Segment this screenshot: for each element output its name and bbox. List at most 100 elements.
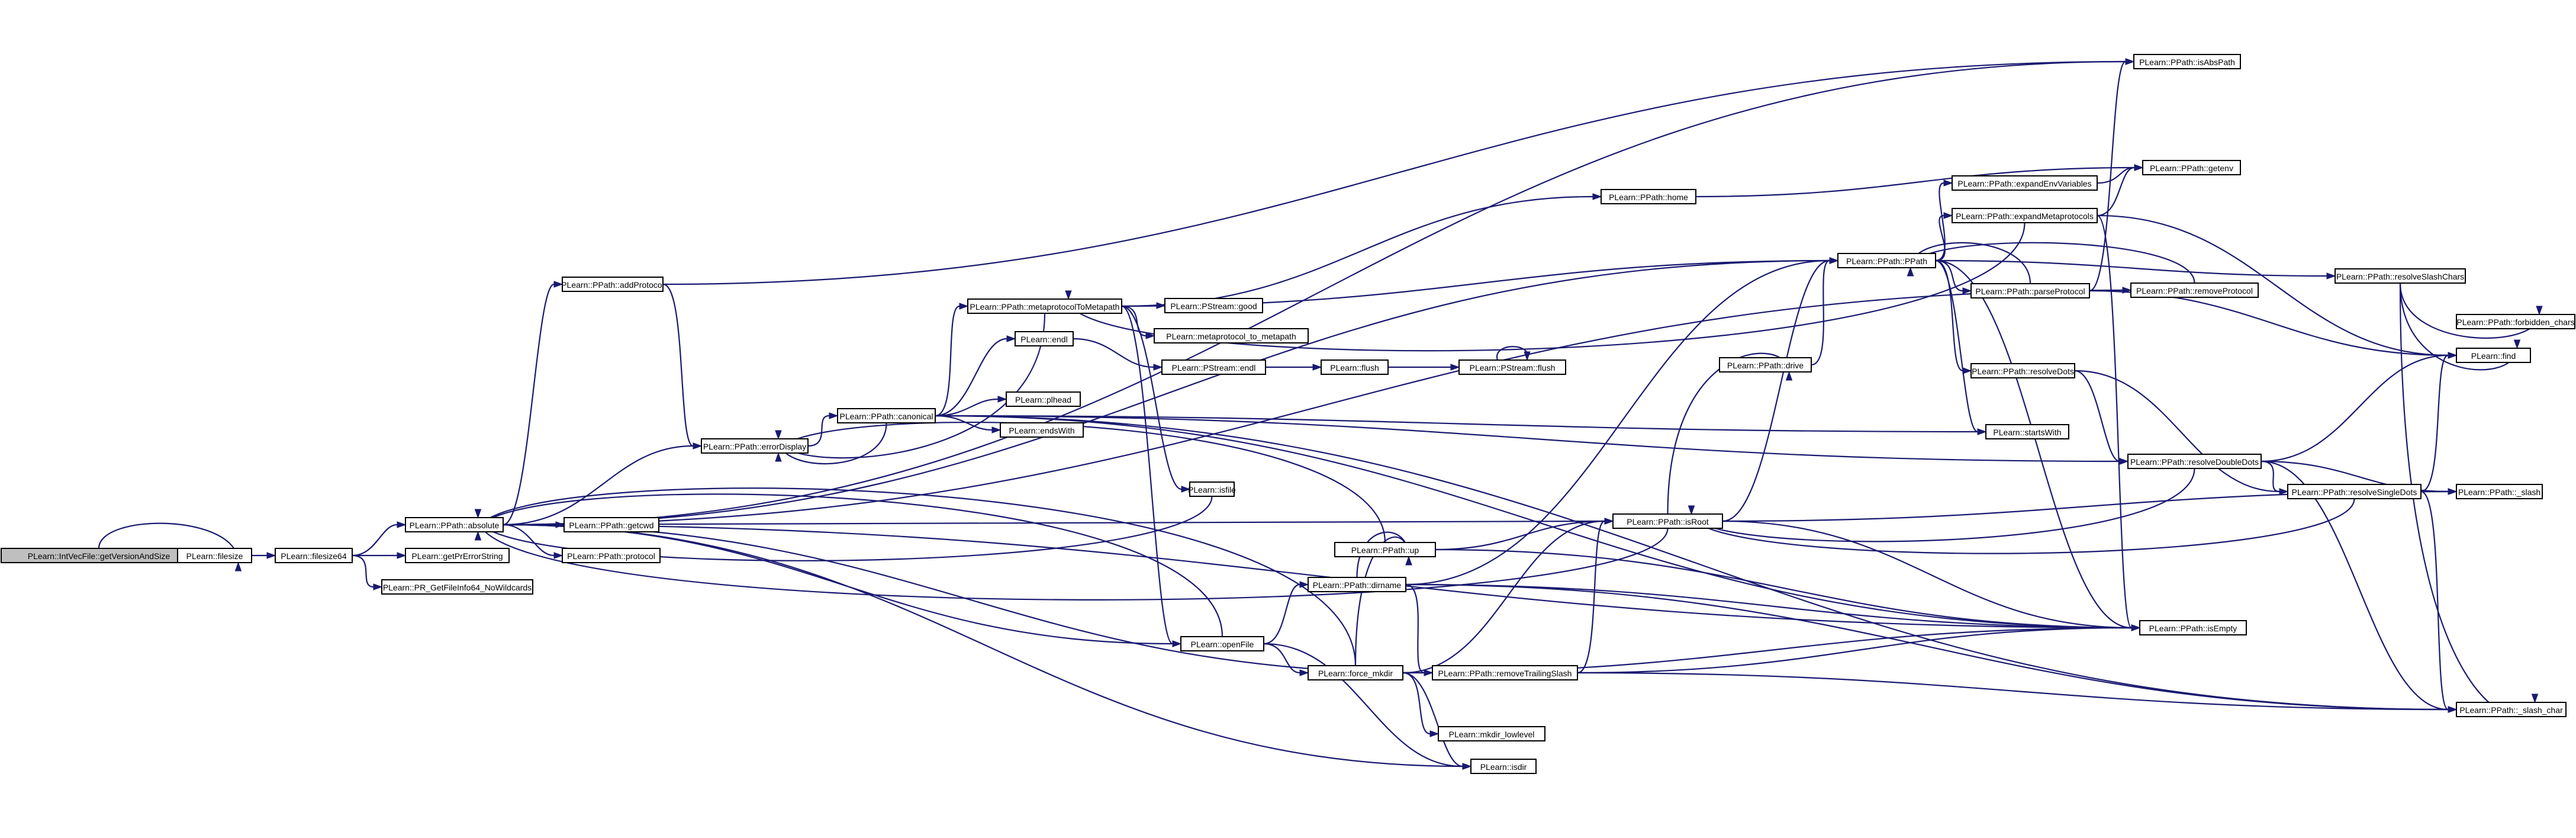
arrowhead	[1429, 730, 1440, 737]
node-metaprotocolToMetapath[interactable]: PLearn::PPath::metaprotocolToMetapath	[967, 298, 1122, 314]
node-startsWith[interactable]: PLearn::startsWith	[1985, 424, 2069, 439]
edge-expandMetaprotocols-to-metaprotocolToMetapath	[1065, 222, 2026, 352]
arrowhead	[2125, 58, 2135, 65]
node-find[interactable]: PLearn::find	[2456, 348, 2531, 363]
arrowhead	[2448, 488, 2458, 495]
node-box	[2287, 484, 2422, 499]
arrowhead	[1424, 669, 1434, 676]
edge-ppath-to-startsWith	[1935, 259, 1987, 435]
node-resolveSlashChars[interactable]: PLearn::PPath::resolveSlashChars	[2334, 268, 2466, 284]
node-label: PLearn::PPath::addProtocol	[561, 280, 664, 290]
node-force_mkdir[interactable]: PLearn::force_mkdir	[1308, 665, 1403, 680]
node-canonical[interactable]: PLearn::PPath::canonical	[837, 408, 936, 423]
node-errorDisplay[interactable]: PLearn::PPath::errorDisplay	[701, 438, 809, 454]
node-label: PLearn::filesize64	[281, 551, 347, 561]
node-resolveDoubleDots[interactable]: PLearn::PPath::resolveDoubleDots	[2127, 454, 2262, 469]
arrowhead	[1153, 364, 1163, 371]
node-label: PLearn::flush	[1330, 363, 1379, 373]
node-isfile[interactable]: PLearn::isfile	[1188, 481, 1236, 497]
node-dirname[interactable]: PLearn::PPath::dirname	[1308, 577, 1406, 592]
node-label: PLearn::PPath::protocol	[567, 551, 655, 561]
node-pstream_endl[interactable]: PLearn::PStream::endl	[1161, 359, 1266, 375]
node-box	[2456, 484, 2543, 499]
arrowhead	[1962, 287, 1972, 294]
node-root[interactable]: PLearn::IntVecFile::getVersionAndSize	[1, 548, 197, 563]
arrowhead	[1462, 763, 1472, 770]
arrowhead	[2131, 624, 2141, 631]
node-box	[2127, 454, 2262, 469]
node-label: PLearn::PStream::good	[1170, 301, 1257, 311]
node-up[interactable]: PLearn::PPath::up	[1334, 542, 1436, 557]
node-_slash_char[interactable]: PLearn::PPath::_slash_char	[2456, 702, 2567, 717]
node-drive[interactable]: PLearn::PPath::drive	[1719, 357, 1812, 373]
arrowhead	[1785, 371, 1793, 381]
node-box	[1432, 665, 1578, 680]
edge-resolveSingleDots-to-find	[2420, 352, 2458, 493]
node-isdir[interactable]: PLearn::isdir	[1470, 759, 1537, 774]
arrowhead	[2531, 693, 2539, 704]
node-filesize[interactable]: PLearn::filesize	[177, 548, 252, 563]
node-label: PLearn::force_mkdir	[1318, 669, 1393, 678]
node-getcwd[interactable]: PLearn::PPath::getcwd	[564, 517, 659, 532]
node-pstream_flush[interactable]: PLearn::PStream::flush	[1458, 359, 1566, 375]
node-mkdir_lowlevel[interactable]: PLearn::mkdir_lowlevel	[1438, 726, 1545, 741]
node-endl[interactable]: PLearn::endl	[1015, 331, 1074, 346]
node-parseProtocol[interactable]: PLearn::PPath::parseProtocol	[1970, 283, 2090, 298]
node-isRoot[interactable]: PLearn::PPath::isRoot	[1612, 513, 1723, 529]
edge-absolute-to-removeProtocol	[503, 287, 2132, 526]
node-label: PLearn::PR_GetFileInfo64_NoWildcards	[383, 583, 532, 592]
edge-absolute-to-errorDisplay	[503, 442, 703, 526]
edge-up-to-isRoot	[1435, 518, 1614, 551]
node-label: PLearn::startsWith	[1993, 428, 2061, 437]
node-removeTrailingSlash[interactable]: PLearn::PPath::removeTrailingSlash	[1432, 665, 1578, 680]
node-metaprotocol_to_metapath[interactable]: PLearn::metaprotocol_to_metapath	[1154, 328, 1309, 343]
node-box	[1985, 424, 2069, 439]
edge-resolveDoubleDots-to-isRoot	[1688, 468, 2195, 542]
node-box	[1438, 726, 1545, 741]
node-flush[interactable]: PLearn::flush	[1321, 359, 1389, 375]
node-addProtocol[interactable]: PLearn::PPath::addProtocol	[561, 277, 664, 292]
node-box	[2142, 160, 2241, 175]
node-expandEnvVariables[interactable]: PLearn::PPath::expandEnvVariables	[1952, 175, 2098, 191]
node-removeProtocol[interactable]: PLearn::PPath::removeProtocol	[2130, 282, 2259, 298]
node-pstream_good[interactable]: PLearn::PStream::good	[1164, 298, 1263, 313]
node-_slash[interactable]: PLearn::PPath::_slash	[2456, 484, 2543, 499]
node-box	[1180, 636, 1264, 651]
edge-openFile-to-dirname	[1263, 581, 1309, 645]
node-label: PLearn::PPath::resolveSlashChars	[2336, 272, 2464, 281]
node-isEmpty[interactable]: PLearn::PPath::isEmpty	[2139, 620, 2247, 635]
node-expandMetaprotocols[interactable]: PLearn::PPath::expandMetaprotocols	[1952, 208, 2098, 223]
node-getPrErrorString[interactable]: PLearn::getPrErrorString	[405, 548, 510, 563]
arrowhead	[2513, 339, 2521, 349]
arrowhead	[1145, 332, 1155, 339]
node-prgetfileinfo[interactable]: PLearn::PR_GetFileInfo64_NoWildcards	[381, 579, 533, 595]
node-box	[1000, 422, 1084, 438]
node-box	[1837, 253, 1936, 268]
node-box	[2456, 314, 2575, 329]
node-box	[1952, 208, 2098, 223]
edge-resolveDots-to-resolveSingleDots	[2074, 370, 2289, 495]
node-isAbsPath[interactable]: PLearn::PPath::isAbsPath	[2133, 54, 2241, 69]
node-box	[1154, 328, 1309, 343]
node-filesize64[interactable]: PLearn::filesize64	[275, 548, 353, 563]
node-absolute[interactable]: PLearn::PPath::absolute	[405, 517, 504, 532]
node-forbidden_chars[interactable]: PLearn::PPath::forbidden_chars	[2456, 314, 2575, 329]
node-resolveDots[interactable]: PLearn::PPath::resolveDots	[1970, 363, 2075, 378]
node-pl_head[interactable]: PLearn::plhead	[1006, 391, 1081, 407]
node-resolveSingleDots[interactable]: PLearn::PPath::resolveSingleDots	[2287, 484, 2422, 499]
node-protocol[interactable]: PLearn::PPath::protocol	[562, 548, 661, 563]
edge-force_mkdir-to-isdir	[1402, 672, 1472, 770]
node-box	[1470, 759, 1537, 774]
node-home[interactable]: PLearn::PPath::home	[1601, 189, 1696, 204]
arrowhead	[1907, 267, 1914, 277]
node-label: PLearn::mkdir_lowlevel	[1449, 730, 1535, 739]
node-openFile[interactable]: PLearn::openFile	[1180, 636, 1264, 651]
node-getenv[interactable]: PLearn::PPath::getenv	[2142, 160, 2241, 175]
node-ppath[interactable]: PLearn::PPath::PPath	[1837, 253, 1936, 268]
arrowhead	[959, 303, 969, 310]
edge-metaprotocolToMetapath-to-home	[1121, 193, 1602, 307]
edge-isRoot-to-ppath	[1722, 257, 1839, 522]
node-endsWith[interactable]: PLearn::endsWith	[1000, 422, 1084, 438]
